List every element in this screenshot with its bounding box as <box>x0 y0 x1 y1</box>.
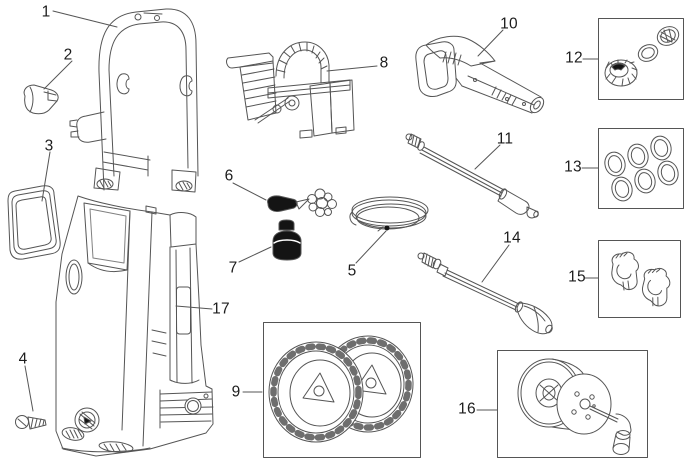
part-label-12: 12 <box>565 49 583 67</box>
part-7-detergent-bottle-drawing <box>272 219 302 261</box>
part-label-8: 8 <box>379 54 389 72</box>
part-3-holder-frame-drawing <box>7 185 61 260</box>
part-14-turbo-lance-drawing <box>417 252 553 335</box>
part-label-13: 13 <box>564 158 582 176</box>
part-label-14: 14 <box>503 229 521 247</box>
part-2-handle-grip-drawing <box>23 84 59 115</box>
part-5-coiled-hose-drawing <box>349 196 429 232</box>
part-label-4: 4 <box>18 350 28 368</box>
part-label-2: 2 <box>63 46 73 64</box>
part-label-15: 15 <box>568 268 586 286</box>
part-label-9: 9 <box>231 383 241 401</box>
part-label-17: 17 <box>212 300 230 318</box>
kit-box-16 <box>497 350 648 458</box>
part-12-inlet-filter-kit-drawing <box>598 18 684 100</box>
part-9-wheel-kit-drawing <box>263 322 421 458</box>
part-15-clip-kit-drawing <box>598 240 681 318</box>
part-label-5: 5 <box>347 262 357 280</box>
part-label-10: 10 <box>500 15 518 33</box>
part-label-3: 3 <box>44 137 54 155</box>
part-10-spray-gun-drawing <box>415 35 545 114</box>
part-label-16: 16 <box>458 400 476 418</box>
leader-lines <box>24 10 599 412</box>
part-label-11: 11 <box>496 130 514 148</box>
part-4-screw-drawing <box>15 415 47 430</box>
part-16-hose-reel-drawing <box>497 350 648 458</box>
kit-box-12 <box>598 18 684 100</box>
part-label-6: 6 <box>224 167 234 185</box>
part-1-upper-handle-frame-drawing <box>69 8 199 193</box>
part-label-7: 7 <box>228 259 238 277</box>
kit-box-13 <box>598 128 684 209</box>
part-label-1: 1 <box>41 3 51 21</box>
part-6-foam-nozzle-drawing <box>267 188 337 217</box>
part-17-main-body-drawing <box>55 195 214 457</box>
part-11-spray-lance-drawing <box>405 133 539 219</box>
part-8-pump-assembly-drawing <box>226 41 355 139</box>
part-13-o-ring-kit-drawing <box>598 128 684 209</box>
kit-box-9 <box>263 322 421 458</box>
kit-box-15 <box>598 240 681 318</box>
